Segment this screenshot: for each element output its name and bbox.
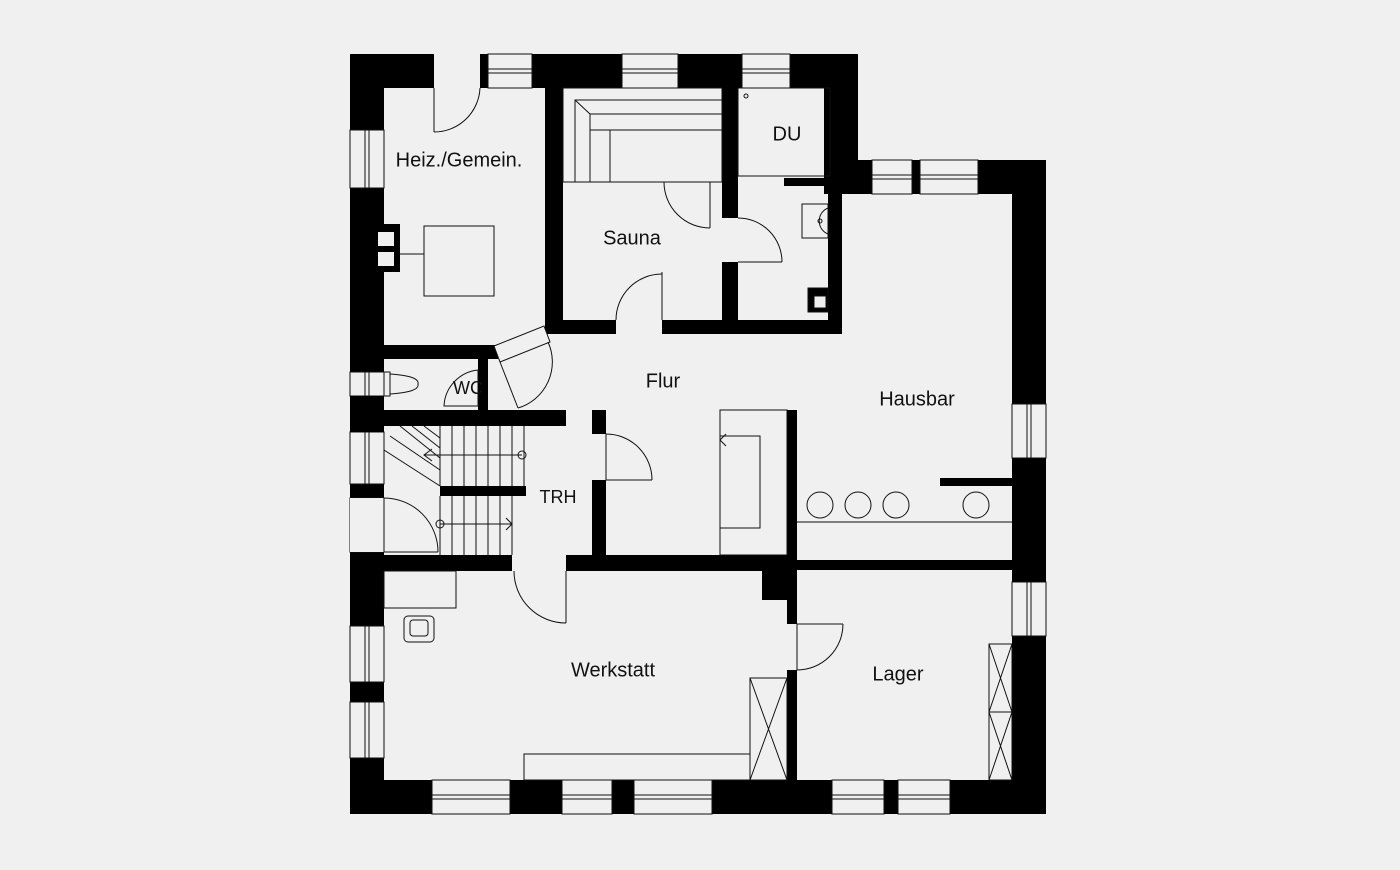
door-openings [350,54,797,670]
floor-area [350,54,1046,814]
room-label-trh: TRH [540,487,577,507]
interior-walls [350,88,1012,780]
chimney-flue [378,232,394,246]
room-label-du: DU [773,123,802,145]
doors [383,87,844,671]
room-label-werkstatt: Werkstatt [571,659,656,681]
windows [349,53,1047,815]
room-label-flur: Flur [646,370,681,392]
fixtures [383,87,1013,781]
chimney-flue [378,252,394,266]
window-glass-lines [364,68,1032,800]
room-label-hausbar: Hausbar [879,388,955,410]
room-label-sauna: Sauna [603,227,662,249]
stair-treads [383,425,527,555]
room-label-wc: WC [453,378,483,398]
room-labels: Heiz./Gemein. Sauna DU WC Flur Hausbar T… [396,123,955,685]
room-label-lager: Lager [872,663,923,685]
room-label-heiz: Heiz./Gemein. [396,149,523,171]
